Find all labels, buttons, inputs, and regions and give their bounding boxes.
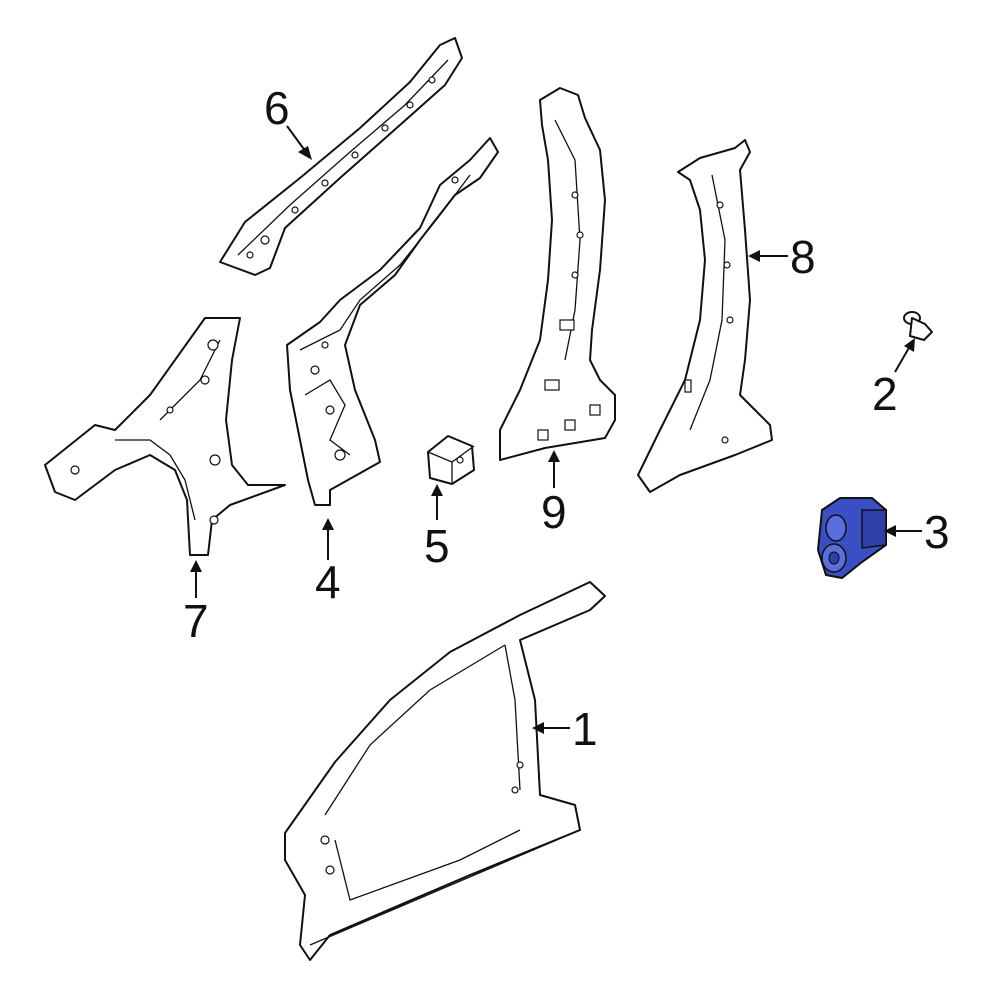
callout-arrows — [190, 125, 922, 734]
part-6-roof-rail[interactable] — [219, 37, 463, 276]
part-7-hinge-pillar[interactable] — [44, 317, 286, 556]
part-4-a-pillar-inner[interactable] — [286, 137, 499, 506]
callout-8: 8 — [790, 231, 816, 283]
part-1-body-side-outer[interactable] — [284, 581, 606, 961]
callout-3: 3 — [924, 506, 950, 558]
callout-2: 2 — [872, 368, 898, 420]
callout-4: 4 — [315, 556, 341, 608]
part-2-plug[interactable] — [903, 311, 933, 341]
part-9-b-pillar-reinforcement[interactable] — [499, 87, 616, 461]
part-3-bumper-highlighted[interactable] — [816, 497, 887, 580]
callout-7: 7 — [183, 595, 209, 647]
callout-9: 9 — [541, 486, 567, 538]
callout-5: 5 — [424, 520, 450, 572]
part-8-b-pillar-inner[interactable] — [637, 139, 773, 493]
callout-6: 6 — [264, 82, 290, 134]
callout-1: 1 — [572, 703, 598, 755]
part-5-bracket[interactable] — [427, 435, 475, 485]
